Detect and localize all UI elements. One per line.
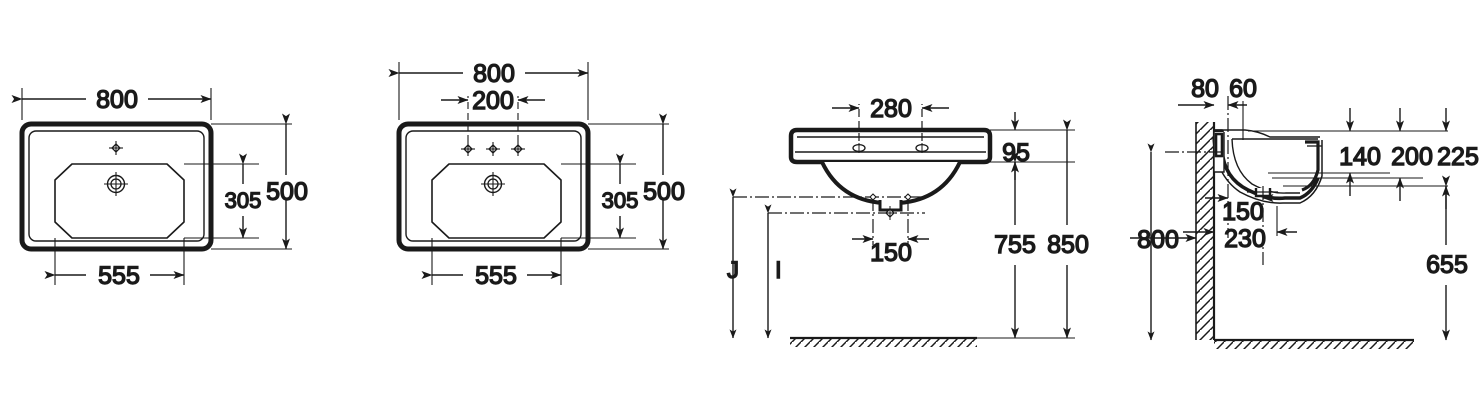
ref-label-I: I	[775, 257, 782, 284]
waste-outlet-plan1	[104, 172, 128, 196]
view-plan-three-hole: 800 200 500 305 555	[388, 59, 686, 291]
dim-value-bowl-depth-1: 305	[225, 188, 262, 213]
dim-value-trap-from-wall: 230	[1224, 225, 1266, 253]
dim-value-height-800: 800	[1137, 226, 1179, 254]
dim-value-tap-spacing: 200	[472, 87, 514, 115]
supply-point-left-front	[869, 193, 877, 201]
dim-value-overall-depth-1: 500	[266, 178, 308, 206]
dim-800-section	[1130, 143, 1197, 341]
dim-value-overall-depth-2: 500	[643, 178, 685, 206]
tap-hole-right-plan2	[511, 142, 525, 156]
basin-section	[1212, 129, 1323, 204]
view-side-section: 80 60 150 230 800	[1130, 74, 1480, 349]
dim-value-supply-spacing: 280	[870, 95, 912, 123]
dim-value-bowl-width-2: 555	[475, 262, 517, 290]
dim-value-basin-height: 95	[1002, 139, 1030, 167]
tap-hole-left-front	[852, 143, 866, 153]
bowl-outline-plan1	[54, 163, 185, 239]
dim-value-waste-spacing: 150	[870, 239, 912, 267]
floor-front	[790, 336, 977, 347]
dim-value-bowl-depth-2: 305	[602, 188, 639, 213]
tap-hole-plan1	[109, 141, 123, 155]
tap-hole-left-plan2	[461, 142, 475, 156]
dim-value-overall-width-1: 800	[96, 86, 138, 114]
dim-60-section	[1227, 101, 1247, 140]
dim-value-overall-width-2: 800	[473, 60, 515, 88]
dim-value-height-755: 755	[994, 231, 1036, 259]
view-plan-one-hole: 800 500 305 555	[11, 85, 309, 291]
dim-value-bowl-width-1: 555	[98, 262, 140, 290]
dim-value-height-850: 850	[1047, 231, 1089, 259]
dim-value-depth-200: 200	[1391, 143, 1433, 171]
basin-body-front	[788, 127, 993, 165]
waste-point-front	[883, 206, 897, 220]
waste-outlet-plan2	[481, 172, 505, 196]
plumbing-centrelines-front	[733, 196, 925, 245]
view-front-elevation: 280 150 J	[726, 94, 1090, 347]
dim-value-offset-60: 60	[1229, 75, 1257, 103]
dim-value-offset-80: 80	[1191, 75, 1219, 103]
dim-value-waste-from-wall: 150	[1222, 198, 1264, 226]
dim-value-depth-225: 225	[1437, 143, 1479, 171]
tap-hole-centre-plan2	[486, 142, 500, 156]
bowl-outline-plan2	[431, 163, 562, 239]
dim-value-height-655: 655	[1426, 251, 1468, 279]
ref-label-J: J	[727, 257, 739, 284]
wall-section	[1195, 122, 1216, 340]
dim-value-depth-140: 140	[1339, 143, 1381, 171]
tap-hole-right-front	[915, 143, 929, 153]
dim-230-section	[1183, 206, 1297, 236]
supply-point-right-front	[904, 193, 912, 201]
floor-section	[1214, 338, 1414, 349]
